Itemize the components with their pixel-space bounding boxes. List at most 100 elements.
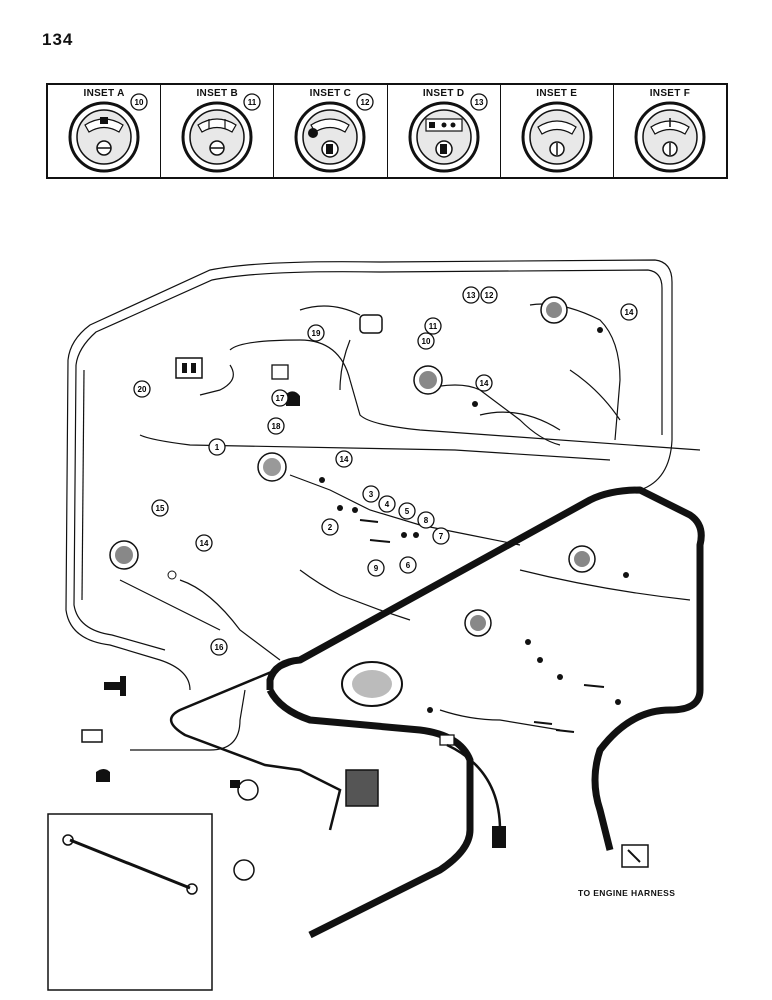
- socket-17-icon: [271, 364, 289, 380]
- detail-box: [47, 813, 213, 991]
- starter-button-icon: [233, 859, 255, 881]
- gauge-c-icon: 12: [294, 93, 374, 173]
- bulb-19-icon: [359, 314, 383, 334]
- callout-1: 1: [208, 438, 226, 456]
- callout-label: 13: [467, 291, 476, 300]
- inset-b-callout: 11: [248, 98, 257, 107]
- large-gauge-icon: [341, 661, 403, 707]
- callout-14: 14: [475, 374, 493, 392]
- callout-18: 18: [267, 417, 285, 435]
- connector-engine-icon: [621, 844, 649, 868]
- inset-c-callout: 12: [361, 98, 370, 107]
- inset-d: INSET D 13: [388, 85, 501, 177]
- callout-label: 7: [439, 532, 444, 541]
- callout-label: 19: [312, 329, 321, 338]
- gauge-10-icon: [413, 365, 443, 395]
- callout-label: 14: [625, 308, 634, 317]
- gauge-f-icon: [634, 101, 706, 173]
- inset-f-label: INSET F: [649, 88, 691, 99]
- gauge-e-icon: [521, 101, 593, 173]
- gauge-b-icon: 11: [181, 93, 261, 173]
- callout-20: 20: [133, 380, 151, 398]
- callout-4: 4: [378, 495, 396, 513]
- wire-pieces: [359, 519, 605, 733]
- inset-b: INSET B 11: [161, 85, 275, 177]
- callout-14: 14: [195, 534, 213, 552]
- callout-label: 20: [138, 385, 147, 394]
- callout-16: 16: [210, 638, 228, 656]
- callout-label: 18: [272, 422, 281, 431]
- inset-c-label: INSET C: [309, 88, 352, 99]
- gauge-lower-right-icon: [568, 545, 596, 573]
- callout-label: 1: [215, 443, 220, 452]
- gauge-12-icon: [540, 296, 568, 324]
- inset-e-label: INSET E: [536, 88, 578, 99]
- callout-5: 5: [398, 502, 416, 520]
- callout-label: 17: [276, 394, 285, 403]
- callout-label: 2: [328, 523, 333, 532]
- bracket-icon: [104, 676, 126, 696]
- engine-harness-label: TO ENGINE HARNESS: [578, 888, 676, 898]
- clip-small-icon: [96, 769, 110, 782]
- thin-harness-wires: [65, 259, 701, 751]
- callout-14: 14: [335, 450, 353, 468]
- callout-label: 14: [480, 379, 489, 388]
- inset-e: INSET E: [501, 85, 614, 177]
- engine-harness-branch: [170, 658, 342, 831]
- gauge-15-icon: [109, 540, 139, 570]
- inset-d-label: INSET D: [422, 88, 465, 99]
- callout-label: 11: [429, 322, 438, 331]
- page-number: 134: [42, 30, 74, 49]
- callout-8: 8: [417, 511, 435, 529]
- callout-label: 10: [422, 337, 431, 346]
- engine-harness-thick: [266, 486, 705, 851]
- inset-a-callout: 10: [135, 98, 144, 107]
- inset-d-callout: 13: [474, 98, 483, 107]
- callout-3: 3: [362, 485, 380, 503]
- callout-label: 4: [385, 500, 390, 509]
- callout-15: 15: [151, 499, 169, 517]
- callout-label: 14: [200, 539, 209, 548]
- relay-icon: [345, 769, 379, 807]
- callout-label: 5: [405, 507, 410, 516]
- bulbs-row-icon: [319, 327, 629, 713]
- callout-10: 10: [417, 332, 435, 350]
- callout-9: 9: [367, 559, 385, 577]
- bulb-left-icon: [167, 570, 177, 580]
- plug-icon: [81, 729, 103, 743]
- callout-17: 17: [271, 389, 289, 407]
- callout-label: 6: [406, 561, 411, 570]
- callout-label: 15: [156, 504, 165, 513]
- engine-harness-thick-lower: [266, 688, 474, 939]
- inset-a-label: INSET A: [83, 88, 125, 99]
- switch-20-icon: [175, 357, 203, 379]
- ground-strap: [69, 838, 191, 890]
- callout-2: 2: [321, 518, 339, 536]
- callout-6: 6: [399, 556, 417, 574]
- callout-label: 12: [485, 291, 494, 300]
- callout-label: 16: [215, 643, 224, 652]
- callout-11: 11: [424, 317, 442, 335]
- callout-13: 13: [462, 286, 480, 304]
- gauge-1-icon: [257, 452, 287, 482]
- callout-12: 12: [480, 286, 498, 304]
- callout-label: 3: [369, 490, 374, 499]
- clip-18-icon: [286, 391, 300, 406]
- callout-14: 14: [620, 303, 638, 321]
- inset-strip: INSET A 10 INSET B 11 INSET C: [46, 83, 728, 179]
- gauge-a-icon: 10: [68, 93, 148, 173]
- callout-label: 14: [340, 455, 349, 464]
- callout-label: 9: [374, 564, 379, 573]
- gauge-d-icon: 13: [408, 93, 488, 173]
- inset-f: INSET F: [614, 85, 726, 177]
- callout-19: 19: [307, 324, 325, 342]
- gauge-lower-left-icon: [464, 609, 492, 637]
- sender-icon: [439, 734, 506, 848]
- callout-7: 7: [432, 527, 450, 545]
- ignition-switch-icon: [230, 779, 259, 801]
- callout-label: 8: [424, 516, 429, 525]
- inset-b-label: INSET B: [196, 88, 239, 99]
- inset-a: INSET A 10: [48, 85, 162, 177]
